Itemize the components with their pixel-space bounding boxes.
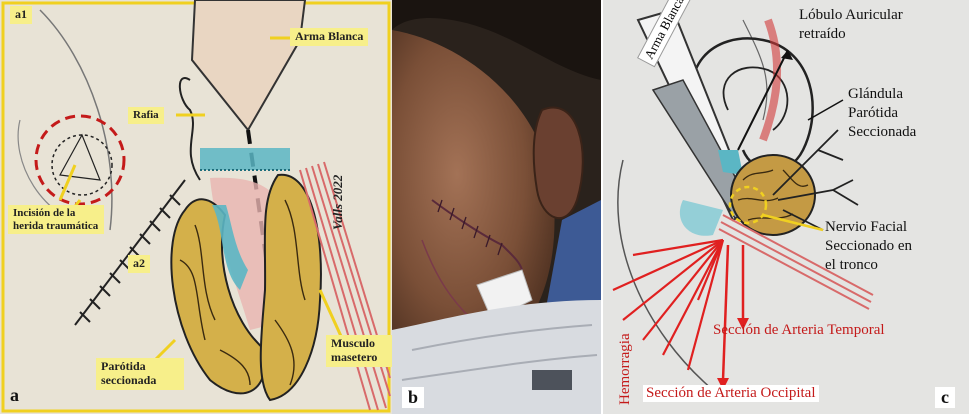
panel-b-photo: b	[392, 0, 601, 414]
panel-letter-c: c	[935, 387, 955, 408]
label-glandula-line1: Glándula	[848, 85, 903, 104]
panel-letter-a: a	[10, 385, 19, 406]
label-glandula-line2: Parótida	[848, 104, 898, 123]
label-incision: Incisión de la herida traumática	[8, 205, 104, 234]
label-arteria-temporal: Sección de Arteria Temporal	[713, 322, 885, 339]
panel-c-drawing	[603, 0, 969, 414]
label-lobulo-line2: retraído	[799, 25, 846, 44]
label-nervio-line2: Seccionado en	[825, 237, 912, 256]
panel-letter-b: b	[402, 387, 424, 408]
knife-shape	[192, 0, 305, 130]
label-nervio-line3: el tronco	[825, 256, 878, 275]
patient-photo	[392, 0, 601, 414]
label-rafia: Rafia	[128, 107, 164, 124]
label-arma-blanca: Arma Blanca	[290, 28, 368, 46]
label-arteria-occipital: Sección de Arteria Occipital	[643, 385, 819, 402]
label-parotida: Parótida seccionada	[96, 358, 184, 390]
ear	[534, 107, 583, 218]
label-nervio-line1: Nervio Facial	[825, 218, 907, 237]
wound-circle	[36, 116, 124, 204]
panel-a-illustration: a1 Arma Blanca Rafia Incisión de la heri…	[0, 0, 392, 414]
sub-label-a2: a2	[128, 255, 150, 273]
label-lobulo-line1: Lóbulo Auricular	[799, 6, 903, 25]
label-musculo: Musculo masetero	[326, 335, 392, 367]
signature: Valls 2022	[330, 140, 346, 230]
label-glandula-line3: Seccionada	[848, 123, 916, 142]
panel-c-illustration: Arma Blanca Lóbulo Auricular retraído Gl…	[603, 0, 969, 414]
label-hemorragia: Hemorragia	[617, 333, 634, 405]
sub-label-a1: a1	[10, 6, 32, 24]
